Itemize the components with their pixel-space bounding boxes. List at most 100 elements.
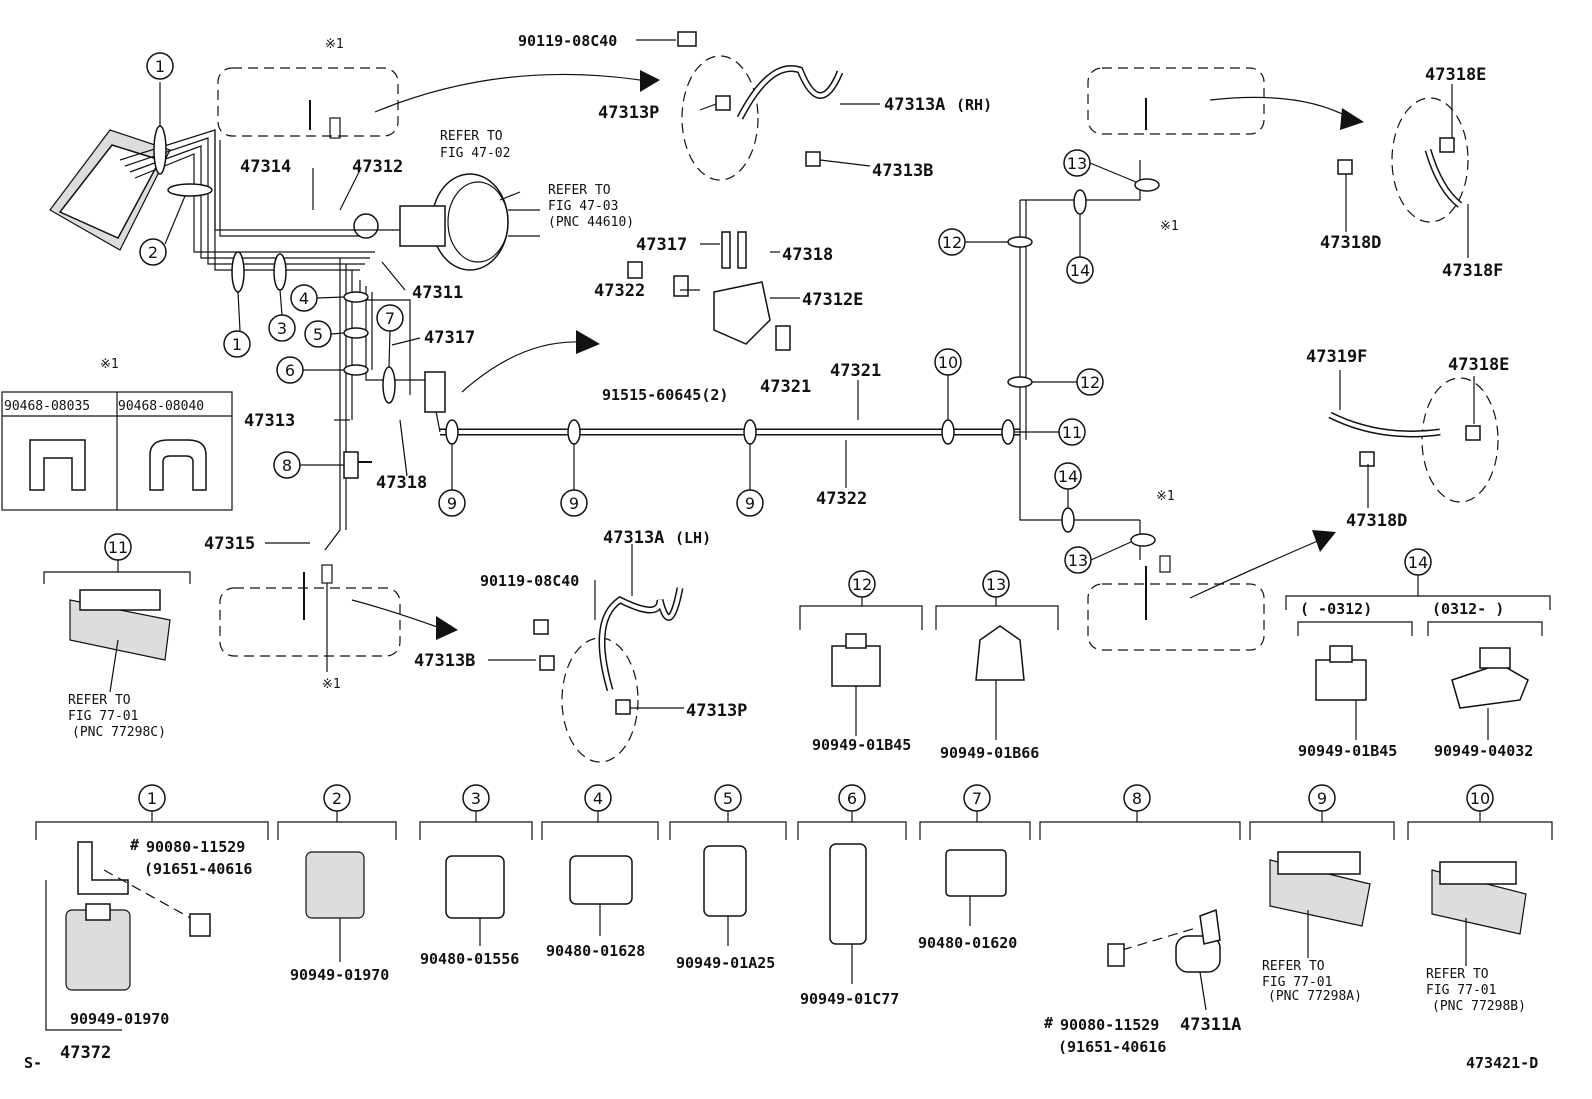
callout-9-a: 9 [447, 494, 457, 513]
label-47318-a: 47318 [782, 245, 833, 265]
label-47313p-top: 47313P [598, 103, 659, 123]
clip14b-pnc: 90949-04032 [1434, 742, 1533, 760]
callout-13-legend: 13 [986, 575, 1006, 594]
shim-table: ※1 90468-08035 90468-08040 [1, 357, 233, 511]
legend4-pnc: 90480-01628 [546, 942, 645, 960]
label-47318e-top: 47318E [1425, 65, 1486, 85]
legend-callout-10: 10 [1470, 789, 1490, 808]
label-90119-08c40-top: 90119-08C40 [518, 32, 617, 50]
proportioning-valve [424, 371, 446, 413]
label-47321-a: 47321 [760, 377, 811, 397]
label-47318d-bot: 47318D [1346, 511, 1407, 531]
label-47317-a: 47317 [636, 235, 687, 255]
label-47312e: 47312E [802, 290, 863, 310]
ref9-line2: FIG 77-01 [1262, 975, 1332, 990]
legend-callout-6: 6 [847, 789, 857, 808]
legend-callout-9: 9 [1317, 789, 1327, 808]
date-range-right: (0312- ) [1432, 600, 1504, 618]
note-mark-bottom: ※1 [322, 677, 341, 692]
callout-13-a: 13 [1067, 154, 1087, 173]
legend-callout-3: 3 [471, 789, 481, 808]
s-mark: S- [24, 1054, 42, 1072]
label-47313b-top: 47313B [872, 161, 933, 181]
label-47317-b: 47317 [424, 328, 475, 348]
label-47322-b: 47322 [816, 489, 867, 509]
callout-5: 5 [313, 325, 323, 344]
callout-leaders [164, 162, 1137, 561]
legend8-hash: # [1044, 1014, 1053, 1032]
callout-9-c: 9 [745, 494, 755, 513]
legend-callout-4: 4 [593, 789, 603, 808]
callout-10: 10 [938, 353, 958, 372]
label-rh: (RH) [956, 96, 992, 114]
legend1-bolt-alt: (91651-40616 [144, 860, 252, 878]
callout-14-b: 14 [1058, 467, 1078, 486]
ref-fig4703-line1: REFER TO [548, 183, 611, 198]
ref11-line2: FIG 77-01 [68, 709, 138, 724]
diagram-id: 473421-D [1466, 1054, 1538, 1072]
label-lh: (LH) [675, 529, 711, 547]
label-47313b-bot: 47313B [414, 651, 475, 671]
note-mark-right-bot: ※1 [1156, 489, 1175, 504]
bolts-fittings [533, 31, 1481, 715]
clip12-pnc: 90949-01B45 [812, 736, 911, 754]
callout-8: 8 [282, 456, 292, 475]
clip-12-group: 12 90949-01B45 [799, 570, 923, 754]
ref10-line3: (PNC 77298B) [1432, 999, 1526, 1014]
master-cylinder-assembly [49, 129, 540, 271]
label-47311: 47311 [412, 283, 463, 303]
table-note-mark: ※1 [100, 357, 119, 372]
detail-boxes [217, 67, 1364, 672]
callout-3: 3 [277, 319, 287, 338]
callout-13-b: 13 [1068, 551, 1088, 570]
callout-14-a: 14 [1070, 261, 1090, 280]
legend-row: 1 # 90080-11529 (91651-40616 90949-01970… [35, 784, 1553, 1063]
legend-callout-5: 5 [723, 789, 733, 808]
callout-12-b: 12 [1080, 373, 1100, 392]
callout-7: 7 [385, 309, 395, 328]
note-mark-top: ※1 [325, 37, 344, 52]
label-47315: 47315 [204, 534, 255, 554]
label-47318e-bot: 47318E [1448, 355, 1509, 375]
callout-1-b: 1 [232, 335, 242, 354]
label-47319f: 47319F [1306, 347, 1367, 367]
ref-fig4703-line3: (PNC 44610) [548, 215, 634, 230]
legend5-pnc: 90949-01A25 [676, 954, 775, 972]
legend1-pnc: 90949-01970 [70, 1010, 169, 1028]
note-mark-right-top: ※1 [1160, 219, 1179, 234]
label-47312: 47312 [352, 157, 403, 177]
legend3-pnc: 90480-01556 [420, 950, 519, 968]
ref10-line2: FIG 77-01 [1426, 983, 1496, 998]
label-47313: 47313 [244, 411, 295, 431]
callout-2: 2 [148, 243, 158, 262]
callout-11-legend: 11 [108, 538, 128, 557]
ref-fig4702-line2: FIG 47-02 [440, 146, 510, 161]
label-90119-08c40-bot: 90119-08C40 [480, 572, 579, 590]
clip14a-pnc: 90949-01B45 [1298, 742, 1397, 760]
ref-fig4703-line2: FIG 47-03 [548, 199, 618, 214]
legend1-bolt: 90080-11529 [146, 838, 245, 856]
label-47321-b: 47321 [830, 361, 881, 381]
label-47318d-top: 47318D [1320, 233, 1381, 253]
callout-12-a: 12 [942, 233, 962, 252]
callout-12-legend: 12 [852, 575, 872, 594]
ref11-line3: (PNC 77298C) [72, 725, 166, 740]
callout-6: 6 [285, 361, 295, 380]
ref-fig4702-line1: REFER TO [440, 129, 503, 144]
date-range-left: ( -0312) [1300, 600, 1372, 618]
ref11-line1: REFER TO [68, 693, 131, 708]
callout-4: 4 [299, 289, 309, 308]
label-91515: 91515-60645(2) [602, 386, 728, 404]
junction-8 [343, 451, 359, 479]
legend8-bolt-alt: (91651-40616 [1058, 1038, 1166, 1056]
label-47313a-rh: 47313A [884, 95, 945, 115]
label-47313p-bot: 47313P [686, 701, 747, 721]
clip-14-group: 14 ( -0312) (0312- ) 90949-01B45 90949-0… [1285, 548, 1551, 760]
main-brake-pipes [429, 160, 1141, 560]
clip-13-group: 13 90949-01B66 [935, 570, 1059, 762]
label-47318-b: 47318 [376, 473, 427, 493]
ref9-line3: (PNC 77298A) [1268, 989, 1362, 1004]
legend8-bolt: 90080-11529 [1060, 1016, 1159, 1034]
callout-11: 11 [1062, 423, 1082, 442]
